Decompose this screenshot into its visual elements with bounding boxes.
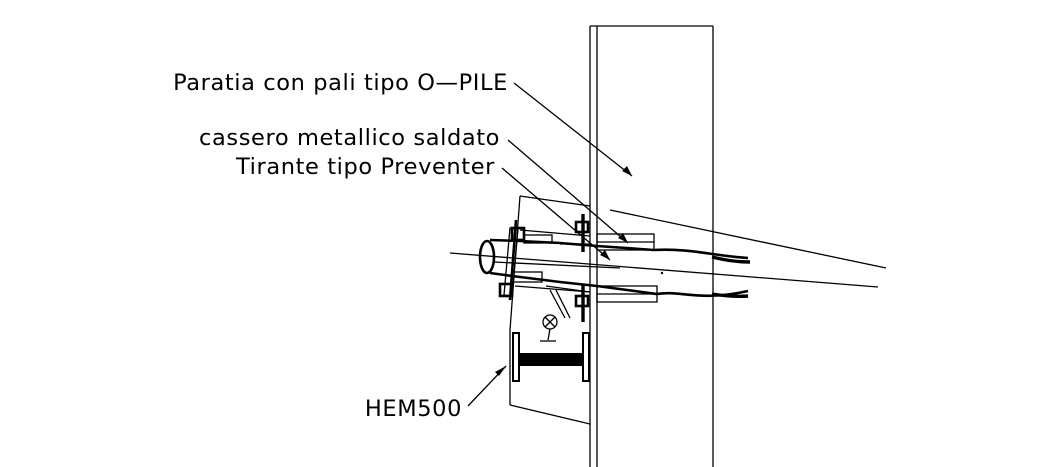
label-formwork: cassero metallico saldato xyxy=(199,125,500,151)
label-tieback: Tirante tipo Preventer xyxy=(235,154,495,180)
anchor-plate xyxy=(498,214,591,322)
label-beam: HEM500 xyxy=(365,396,462,422)
hem500-beam xyxy=(512,332,590,382)
arrowheads xyxy=(495,166,632,376)
tieback-tube xyxy=(478,238,751,299)
label-wall: Paratia con pali tipo O—PILE xyxy=(173,70,508,96)
lifting-hook xyxy=(540,289,571,342)
welded-formwork xyxy=(596,233,658,303)
tieback-axis xyxy=(449,252,879,288)
